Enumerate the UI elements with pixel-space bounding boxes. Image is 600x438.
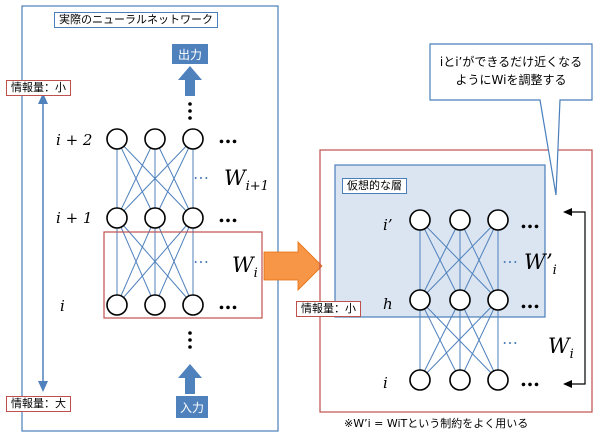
layer-label-i: i — [60, 297, 65, 315]
left-nodes — [106, 128, 204, 316]
input-label: 入力 — [179, 401, 204, 415]
real-network-title: 実際のニューラルネットワーク — [54, 12, 218, 28]
weight-label-right-bottom-main: W — [548, 334, 570, 358]
right-nodes — [409, 209, 509, 391]
left-node — [106, 207, 128, 229]
right-node — [449, 209, 471, 231]
info-large-label: 情報量：大 — [6, 396, 71, 412]
right-node — [409, 369, 431, 391]
info-small-label-right: 情報量：小 — [296, 301, 361, 317]
callout-line-2: ようにWiを調整する — [455, 73, 567, 87]
layer-label-i-plus-2: i + 2 — [56, 131, 93, 149]
ellipsis-right-1: … — [520, 209, 540, 233]
right-node — [487, 209, 509, 231]
bracket-arrowhead — [563, 208, 572, 216]
output-arrow-icon — [172, 44, 208, 96]
weight-label-right-bottom: Wi — [548, 334, 574, 362]
horizontal-dots-mid: ⋯ — [193, 252, 209, 271]
callout-box — [429, 43, 593, 196]
weight-label-right-top-sub: i — [552, 263, 557, 279]
left-edge — [116, 138, 194, 219]
info-amount-arrow — [38, 93, 48, 392]
output-label: 出力 — [177, 48, 202, 62]
focus-layer-box — [103, 231, 263, 319]
right-edge — [419, 299, 461, 381]
right-node — [449, 289, 471, 311]
layer-label-i-right: i — [383, 374, 388, 392]
constraint-note: ※W’i = WiTという制約をよく用いる — [344, 417, 529, 430]
weight-label-mid: Wi — [232, 253, 258, 281]
ellipsis-row-1: … — [218, 124, 238, 148]
real-network-frame — [21, 5, 279, 432]
right-node — [487, 289, 509, 311]
layer-label-h: h — [383, 295, 393, 313]
weight-label-right-top-main: W’ — [524, 250, 553, 274]
input-arrow-icon — [176, 364, 208, 418]
right-edge — [419, 219, 499, 301]
vertical-dots-bottom — [188, 331, 192, 349]
autoencoder-frame — [319, 149, 593, 413]
weight-label-right-bottom-sub: i — [569, 347, 574, 363]
feedback-bracket — [568, 211, 586, 385]
weight-label-top-main: W — [224, 166, 246, 190]
layer-label-i-plus-1: i + 1 — [56, 209, 93, 227]
info-small-label: 情報量：小 — [6, 80, 71, 96]
left-node — [182, 207, 204, 229]
ellipsis-row-3: … — [218, 290, 238, 314]
weight-label-top-sub: i+1 — [245, 179, 269, 195]
left-node — [182, 294, 204, 316]
right-edge — [419, 299, 499, 381]
right-node — [449, 369, 471, 391]
left-node — [144, 207, 166, 229]
weight-label-right-top: W’i — [524, 250, 557, 278]
right-edge — [459, 219, 499, 301]
right-edge — [459, 299, 499, 381]
weight-label-mid-main: W — [232, 253, 254, 277]
bracket-arrowhead-bottom — [563, 380, 572, 388]
horizontal-dots-right-bottom: ⋯ — [502, 333, 518, 352]
left-node — [106, 294, 128, 316]
callout-text: iとi’ができるだけ近くなる ようにWiを調整する — [432, 53, 590, 89]
horizontal-dots-top: ⋯ — [193, 168, 209, 187]
weight-label-top: Wi+1 — [224, 166, 269, 194]
left-node — [144, 128, 166, 150]
callout-line-1: iとi’ができるだけ近くなる — [439, 55, 583, 69]
weight-label-mid-sub: i — [253, 266, 258, 282]
ellipsis-row-2: … — [218, 203, 238, 227]
left-edge — [154, 138, 194, 219]
horizontal-dots-right-top: ⋯ — [502, 252, 518, 271]
left-node — [144, 294, 166, 316]
right-node — [487, 369, 509, 391]
ellipsis-right-2: … — [520, 289, 540, 313]
vertical-dots-top — [188, 102, 192, 120]
virtual-layer-label: 仮想的な層 — [342, 178, 407, 194]
transfer-arrow-icon — [263, 241, 323, 291]
left-node — [106, 128, 128, 150]
right-edge — [419, 219, 461, 301]
layer-label-i-prime: i’ — [383, 216, 393, 234]
ellipsis-right-3: … — [520, 367, 540, 391]
right-node — [409, 209, 431, 231]
left-edge — [116, 138, 156, 219]
left-node — [182, 128, 204, 150]
right-connections — [419, 219, 499, 381]
right-node — [409, 289, 431, 311]
